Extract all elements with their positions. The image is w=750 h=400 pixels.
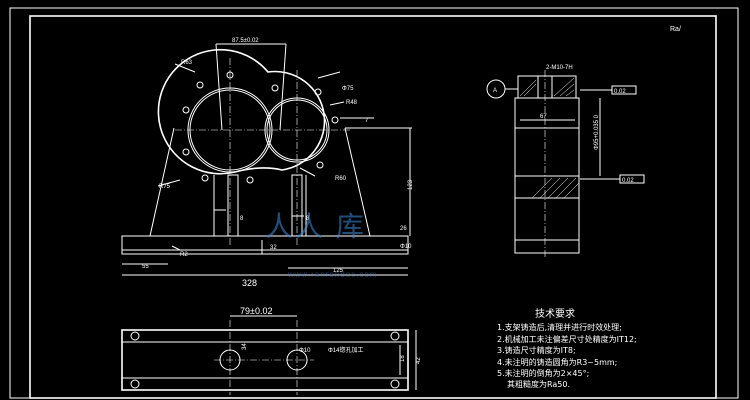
dim-top-text: 87.5±0.02: [232, 38, 259, 44]
dim-125-text: 125: [333, 268, 344, 274]
note-item: 5.未注明的倒角为2×45°;: [497, 369, 590, 379]
side-section-view: [486, 70, 645, 258]
dim-32-text: 32: [270, 245, 277, 251]
front-view: [121, 43, 412, 276]
dim-67-text: 67: [540, 114, 547, 120]
roughness-symbol: Ra/: [670, 26, 681, 33]
bolt-holes: [182, 71, 339, 184]
note-item: 其粗糙度为Ra50.: [507, 380, 571, 390]
thread-dim-text: 2-M10-7H: [546, 65, 573, 71]
dim-79-text: 79±0.02: [240, 306, 272, 316]
dim-r75-text: R75: [159, 184, 171, 190]
datum-box-2-text: 0.02: [622, 178, 634, 184]
dim-r2-text: R2: [180, 252, 188, 258]
left-web: [149, 127, 175, 237]
side-lower-hatch: [531, 177, 580, 199]
dim-r60-text: R60: [335, 176, 347, 182]
dim-d10-text: Φ10: [400, 244, 412, 250]
dim-328-text: 328: [242, 278, 257, 288]
housing-outline: [157, 49, 326, 175]
datum-box-1-text: 0.02: [614, 89, 626, 95]
top-view: [121, 315, 417, 395]
dim-42-text: 42: [416, 357, 422, 364]
inner-frame: [29, 15, 717, 399]
dim-26-text: 26: [400, 226, 407, 232]
side-lower-section: [514, 175, 580, 199]
fit-dim-text: Φ95+0.035 0: [594, 114, 600, 150]
dim-phi10-bottom-text: Φ10: [299, 348, 311, 354]
note-item: 1.支架铸造后,清理并进行时效处理;: [497, 323, 622, 333]
right-web: [344, 127, 371, 237]
note-item: 4.未注明的铸造圆角为R3~5mm;: [497, 357, 618, 367]
dim-8b-text: 8: [306, 216, 310, 222]
top-boss-hatch: [519, 77, 575, 97]
left-column: [227, 174, 239, 237]
base-plate: [121, 235, 409, 255]
dim-34-text: 34: [242, 343, 248, 350]
dim-7-text: 7: [365, 118, 369, 124]
dim-r63-text: R63: [181, 60, 193, 66]
note-item: 2.机械加工未注偏差尺寸处精度为IT12;: [497, 334, 637, 344]
note-item: 3.铸造尺寸精度为IT8;: [497, 346, 576, 356]
base-outline: [121, 329, 409, 391]
dim-r48-text: R48: [346, 100, 358, 106]
dim-8-text: 8: [240, 216, 244, 222]
dim-18-text: 18: [400, 355, 406, 362]
phi14-note-text: Φ14锪孔加工: [328, 346, 363, 354]
watermark-logo: 人人 库: [265, 210, 366, 243]
watermark-url: www.renrendoc.com: [288, 270, 378, 279]
notes-title: 技术要求: [535, 309, 575, 320]
dim-55-text: 55: [142, 264, 149, 270]
top-boss: [517, 75, 577, 99]
dim-123-text: 123: [408, 179, 414, 190]
section-a-label: A: [493, 88, 497, 94]
dim-phi75-text: Φ75: [342, 86, 354, 92]
technical-requirements: 技术要求 1.支架铸造后,清理并进行时效处理; 2.机械加工未注偏差尺寸处精度为…: [497, 309, 637, 391]
